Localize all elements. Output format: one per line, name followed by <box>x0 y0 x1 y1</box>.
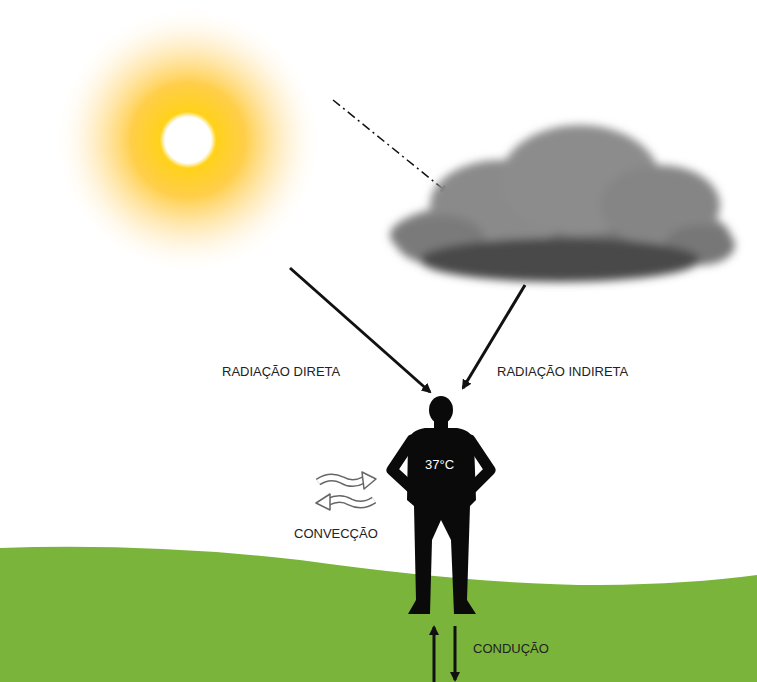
radiation-label: RADIAÇÃO DIRETA <box>222 364 340 380</box>
conduction-arrow-up <box>433 627 436 682</box>
person-silhouette <box>392 396 490 614</box>
sun <box>53 5 323 275</box>
convection-label: CONVECÇÃO <box>294 526 378 542</box>
convection-arrows <box>316 472 376 510</box>
radiation-label: RADIAÇÃO INDIRETA <box>497 364 628 380</box>
conduction-arrow-down <box>454 626 457 680</box>
conduction-label: CONDUÇÃO <box>473 641 549 657</box>
dash-dot-arrow <box>333 100 448 193</box>
temperature-label: 37°C <box>425 457 454 473</box>
cloud <box>390 125 735 282</box>
ground <box>0 547 757 682</box>
